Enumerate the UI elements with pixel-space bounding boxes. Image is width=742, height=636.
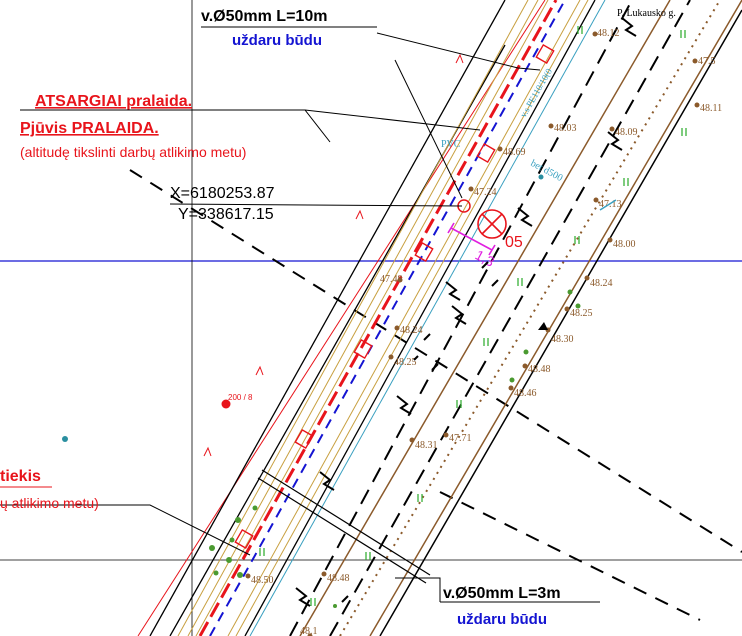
black-arrow-symbol bbox=[538, 322, 548, 330]
grass-marks bbox=[259, 26, 687, 606]
pipe-label-pvc: PVC bbox=[441, 139, 461, 150]
elevation: 48.03 bbox=[554, 123, 577, 134]
elevation: 48.1 bbox=[300, 626, 318, 636]
pipe-label-pe: v.s PE110/10(0 bbox=[518, 66, 554, 119]
cyan-point-2 bbox=[538, 174, 544, 180]
coordinate-y: Y=338617.15 bbox=[178, 206, 274, 223]
red-boundary-arrows bbox=[203, 53, 464, 457]
elevation: 48.50 bbox=[251, 575, 274, 586]
elevation: 47.24 bbox=[474, 187, 497, 198]
red-point bbox=[221, 399, 231, 409]
marker-circle bbox=[477, 209, 507, 239]
shrub-points bbox=[209, 289, 581, 608]
olive-utility-lines bbox=[177, 0, 589, 636]
coordinate-x: X=6180253.87 bbox=[170, 185, 275, 202]
dimension-line bbox=[447, 222, 496, 256]
elevation: 47.71 bbox=[449, 433, 472, 444]
cyan-pipe-line bbox=[249, 0, 606, 636]
elevation: 48.12 bbox=[597, 28, 620, 39]
elevation: 47.48 bbox=[380, 274, 403, 285]
bottom-pipe-callout: v.Ø50mm L=3m bbox=[443, 585, 561, 602]
elevation: 48.25 bbox=[570, 308, 593, 319]
elevation: 48.48 bbox=[528, 364, 551, 375]
leader-lines bbox=[0, 32, 600, 603]
top-closed-method: uždaru būdu bbox=[232, 32, 322, 49]
red-centerline bbox=[198, 0, 558, 636]
elevation: 48.46 bbox=[514, 388, 537, 399]
altitude-note: (altitudę tikslinti darbų atlikimo metu) bbox=[20, 144, 246, 160]
red-line-label: 200 / 8 bbox=[228, 393, 253, 402]
elevation: 48.24 bbox=[400, 325, 423, 336]
street-name: P. Lukausko g. bbox=[617, 8, 676, 19]
road-edges bbox=[149, 0, 742, 636]
elevation: 48.48 bbox=[327, 573, 350, 584]
cyan-pipe-tick bbox=[599, 199, 617, 211]
red-markers bbox=[234, 43, 555, 550]
brown-lines bbox=[299, 0, 742, 636]
top-pipe-callout: v.Ø50mm L=10m bbox=[201, 8, 327, 25]
left-red-callout: tiekis bbox=[0, 468, 41, 485]
marker-number: 05 bbox=[505, 234, 523, 251]
elevation-labels: 48.12 47.5 48.11 48.03 48.09 48.69 47.24… bbox=[245, 28, 722, 636]
cyan-point bbox=[62, 436, 68, 442]
elevation: 48.00 bbox=[613, 239, 636, 250]
elevation: 47.5 bbox=[698, 56, 716, 67]
elevation: 48.09 bbox=[615, 127, 638, 138]
elevation: 48.11 bbox=[700, 103, 722, 114]
elevation: 48.69 bbox=[503, 147, 526, 158]
bottom-closed-method: uždaru būdu bbox=[457, 611, 547, 628]
elevation: 48.25 bbox=[394, 357, 417, 368]
dashed-section-line bbox=[129, 169, 742, 553]
guards-callout: ATSARGIAI pralaida. bbox=[35, 93, 192, 110]
dashed-section-line-2 bbox=[439, 491, 701, 621]
elevation: 48.30 bbox=[551, 334, 574, 345]
crossing-pipe bbox=[261, 469, 431, 576]
blue-dashed-pipe bbox=[209, 0, 566, 636]
pipe-label-bet: bet d500 bbox=[529, 158, 565, 184]
elevation: 48.24 bbox=[590, 278, 613, 289]
elevation: 47.13 bbox=[599, 199, 622, 210]
dimension-value: 1,3 bbox=[473, 247, 498, 270]
cut-callout: Pjūvis PRALAIDA. bbox=[20, 120, 159, 137]
elevation: 48.31 bbox=[415, 440, 438, 451]
tree-symbols bbox=[295, 17, 637, 607]
crossing-pipe-2 bbox=[257, 477, 427, 584]
left-note: ų atlikimo metu) bbox=[0, 495, 99, 511]
red-boundary-line bbox=[137, 0, 546, 636]
